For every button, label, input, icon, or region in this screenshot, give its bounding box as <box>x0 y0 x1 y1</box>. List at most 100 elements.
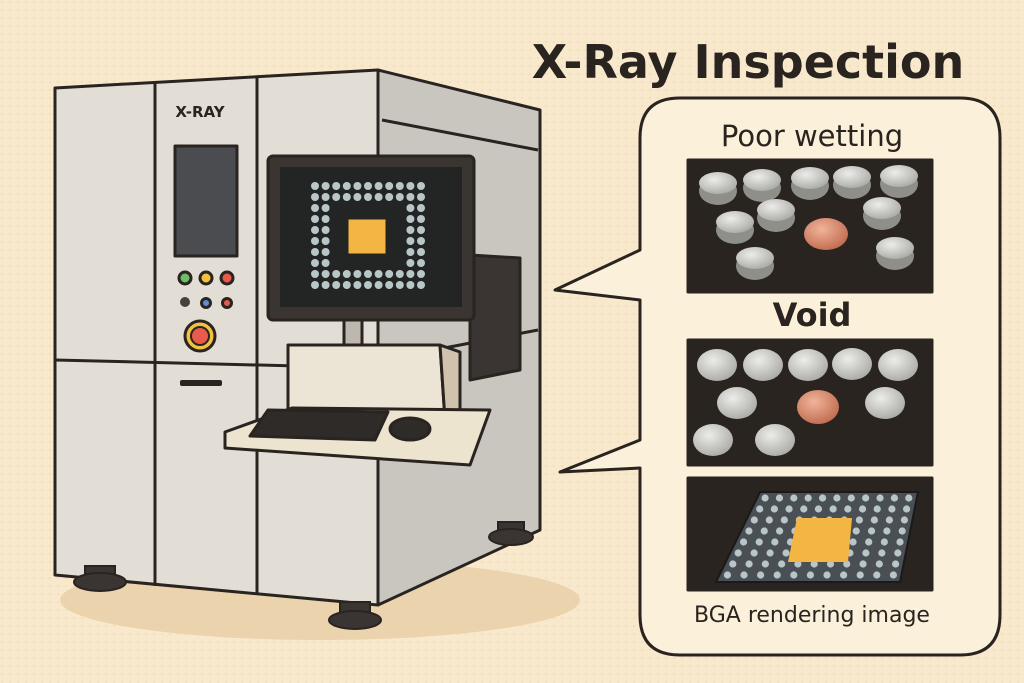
side-groove <box>381 118 539 152</box>
solder-ball <box>311 259 319 267</box>
solder-ball <box>833 166 871 188</box>
solder-ball <box>761 494 769 502</box>
solder-ball <box>353 182 362 190</box>
solder-ball <box>771 538 779 546</box>
solder-ball <box>321 226 330 234</box>
solder-ball <box>780 516 788 524</box>
solder-ball <box>342 281 351 289</box>
solder-ball <box>697 349 737 381</box>
solder-ball <box>332 281 341 289</box>
solder-ball <box>818 494 827 502</box>
solder-ball <box>311 226 319 234</box>
solder-ball <box>756 505 764 513</box>
solder-ball <box>880 538 888 546</box>
solder-ball <box>417 215 425 223</box>
solder-ball <box>374 281 383 289</box>
solder-ball <box>406 204 415 212</box>
solder-ball <box>321 215 330 223</box>
solder-ball <box>775 527 784 535</box>
side-panel <box>468 253 522 382</box>
solder-ball <box>863 197 901 219</box>
solder-ball <box>875 560 883 568</box>
solder-ball <box>855 516 863 524</box>
solder-ball <box>755 424 795 456</box>
poor-wetting-defect <box>804 218 848 250</box>
solder-ball <box>417 237 425 245</box>
solder-ball <box>843 560 851 568</box>
solder-ball <box>894 549 902 557</box>
solder-ball <box>794 560 802 568</box>
solder-ball <box>353 270 362 278</box>
solder-ball <box>847 494 855 502</box>
solder-ball <box>385 193 394 201</box>
keyboard-icon <box>248 408 390 442</box>
solder-ball <box>745 560 753 568</box>
void-balls <box>693 348 918 456</box>
solder-ball <box>364 270 372 278</box>
solder-ball <box>395 281 404 289</box>
solder-ball <box>858 505 867 513</box>
solder-ball <box>859 560 867 568</box>
solder-ball <box>406 270 415 278</box>
mouse-icon <box>388 416 432 442</box>
solder-ball <box>342 182 351 190</box>
handle <box>180 380 222 386</box>
solder-ball <box>364 281 372 289</box>
solder-ball <box>406 237 415 245</box>
solder-ball <box>406 215 415 223</box>
solder-ball <box>729 560 737 568</box>
solder-ball <box>693 424 733 456</box>
solder-ball <box>353 281 362 289</box>
solder-ball <box>760 527 768 535</box>
solder-ball <box>765 516 773 524</box>
solder-ball <box>840 571 848 579</box>
solder-ball <box>417 270 425 278</box>
machine-label: X-RAY <box>175 103 225 121</box>
solder-ball <box>823 571 831 579</box>
void-label: Void <box>773 296 852 334</box>
solder-ball <box>766 549 774 557</box>
solder-ball <box>321 281 330 289</box>
solder-ball <box>353 193 362 201</box>
solder-ball <box>790 571 798 579</box>
solder-ball <box>804 494 812 502</box>
solder-ball <box>892 560 900 568</box>
solder-ball <box>716 211 754 233</box>
solder-ball <box>885 516 893 524</box>
button-dark-icon <box>180 297 190 307</box>
solder-ball <box>867 527 876 535</box>
solder-ball <box>880 165 918 187</box>
solder-ball <box>417 193 425 201</box>
solder-ball <box>311 182 319 190</box>
page-title: X-Ray Inspection <box>532 35 965 89</box>
solder-ball <box>878 349 918 381</box>
solder-ball <box>385 270 394 278</box>
solder-ball <box>321 259 330 267</box>
solder-ball <box>417 204 425 212</box>
solder-ball <box>750 549 758 557</box>
solder-ball <box>905 494 913 502</box>
solder-ball <box>740 571 748 579</box>
solder-ball <box>311 215 319 223</box>
solder-ball <box>321 193 330 201</box>
solder-ball <box>745 527 753 535</box>
emergency-stop-icon <box>190 326 210 346</box>
solder-ball <box>755 538 763 546</box>
solder-ball <box>761 560 769 568</box>
solder-ball <box>889 571 898 579</box>
solder-ball <box>332 270 341 278</box>
solder-ball <box>852 527 860 535</box>
solder-ball <box>770 505 778 513</box>
solder-ball <box>717 387 757 419</box>
solder-ball <box>342 270 351 278</box>
solder-ball <box>385 281 394 289</box>
solder-ball <box>417 248 425 256</box>
monitor-chip <box>347 218 387 255</box>
solder-ball <box>734 549 742 557</box>
solder-ball <box>342 193 351 201</box>
solder-ball <box>790 494 798 502</box>
solder-ball <box>364 182 372 190</box>
solder-ball <box>865 387 905 419</box>
solder-ball <box>778 560 786 568</box>
